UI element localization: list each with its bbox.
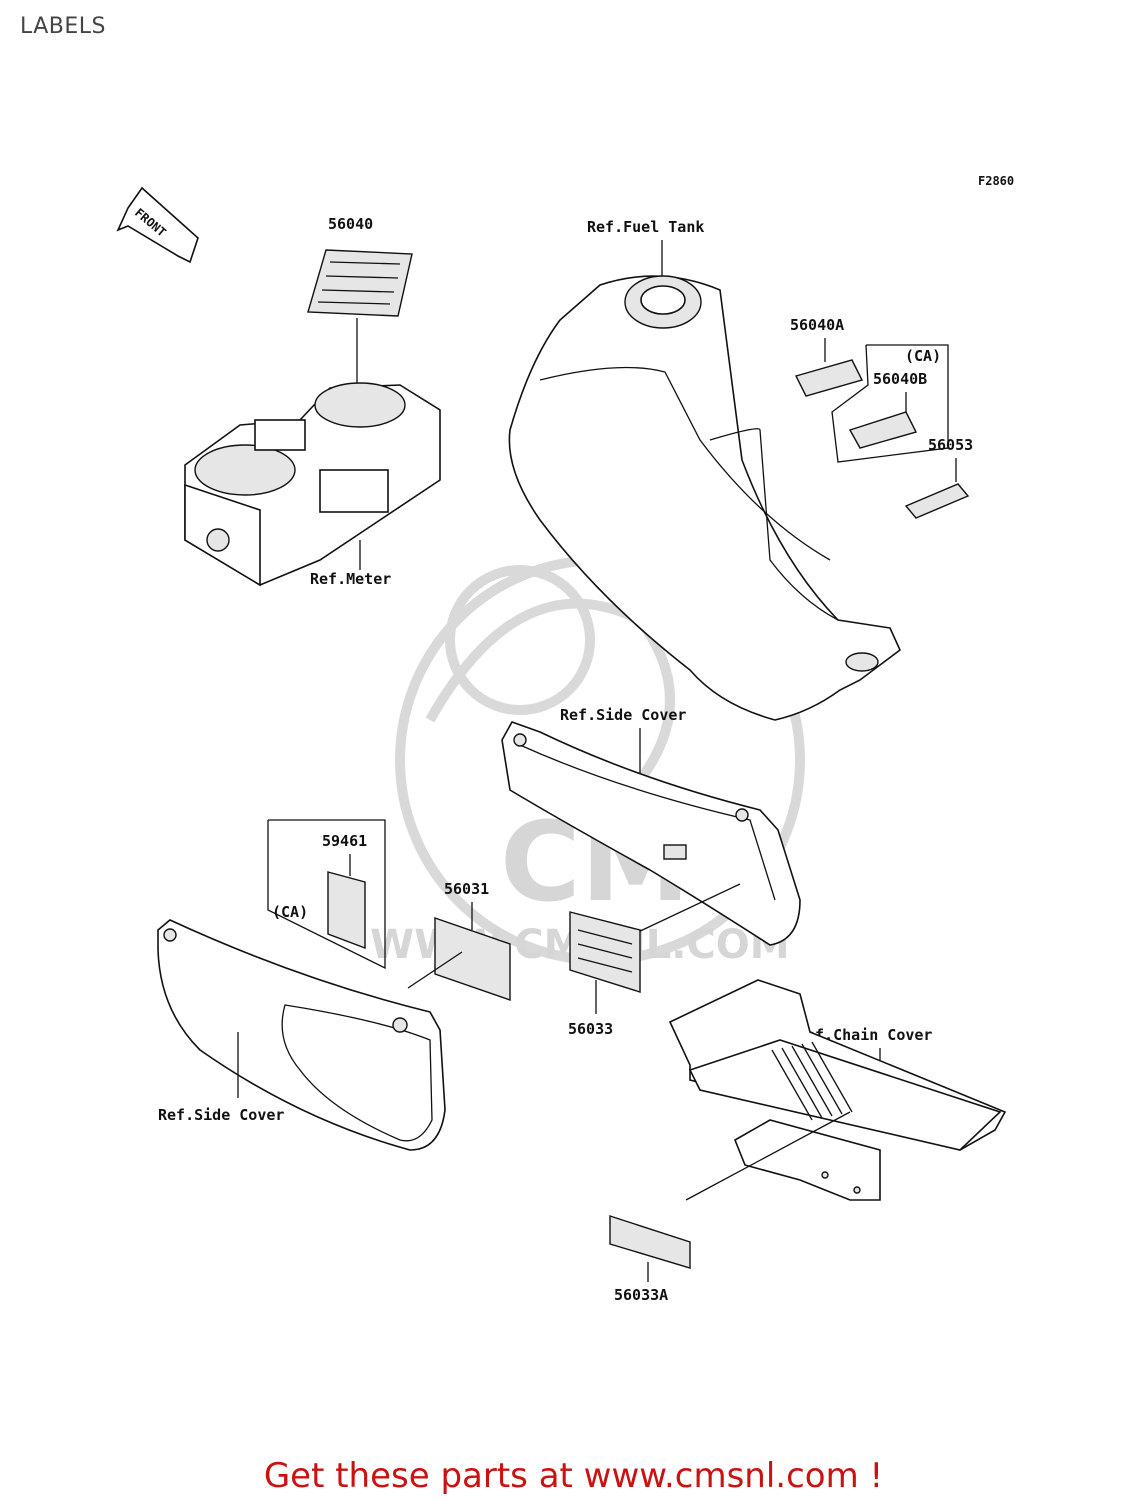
ref-side-cover-right-label: Ref.Side Cover [560, 706, 686, 724]
ca-bracket-left: (CA) [272, 903, 308, 921]
sticker-59461 [327, 871, 366, 950]
chain-cover [668, 979, 1007, 1201]
figure-code: F2860 [978, 174, 1014, 188]
ref-side-cover-left-label: Ref.Side Cover [158, 1106, 284, 1124]
part-number-56040a: 56040A [790, 316, 844, 334]
ref-meter-label: Ref.Meter [310, 570, 391, 588]
footer-link-text[interactable]: Get these parts at www.cmsnl.com ! [263, 1456, 884, 1496]
front-arrow-icon: FRONT [116, 186, 199, 264]
part-number-59461: 59461 [322, 832, 367, 850]
ref-chain-cover-label: Ref.Chain Cover [797, 1026, 932, 1044]
meter-assembly [184, 382, 441, 587]
part-number-56031: 56031 [444, 880, 489, 898]
ca-bracket-top: (CA) [905, 347, 941, 365]
page-title: LABELS [20, 14, 107, 39]
sticker-56033a [609, 1215, 691, 1269]
part-number-56033a: 56033A [614, 1286, 668, 1304]
side-cover-right [501, 721, 801, 946]
side-cover-left [157, 919, 446, 1151]
sticker-56040 [307, 249, 413, 317]
fuel-tank [508, 275, 901, 721]
part-number-56040b: 56040B [873, 370, 927, 388]
part-number-56033: 56033 [568, 1020, 613, 1038]
chain-cover-ribs [771, 1041, 853, 1121]
sticker-56040a [794, 359, 864, 397]
sticker-56031 [434, 917, 511, 1001]
part-number-56040: 56040 [328, 215, 373, 233]
sticker-56033 [569, 911, 641, 993]
sticker-56053 [904, 483, 970, 519]
sticker-56040b [848, 411, 918, 449]
ref-fuel-tank-label: Ref.Fuel Tank [587, 218, 704, 236]
part-number-56053: 56053 [928, 436, 973, 454]
